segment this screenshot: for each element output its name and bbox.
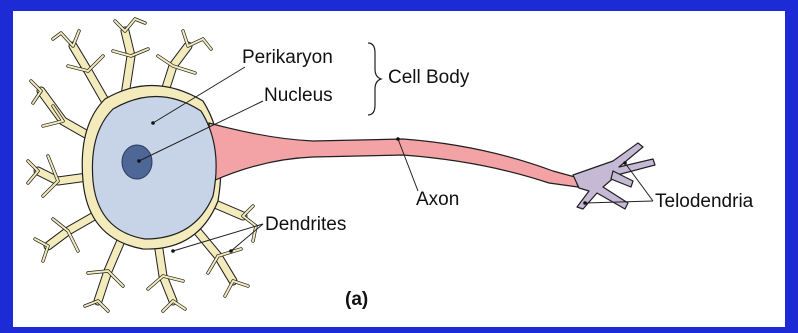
telodendria-shape	[573, 143, 655, 209]
cell-body-brace	[368, 43, 381, 115]
label-dendrites: Dendrites	[265, 214, 346, 235]
neuron-diagram: Perikaryon Nucleus Cell Body Axon Dendri…	[13, 11, 785, 327]
label-perikaryon: Perikaryon	[242, 47, 333, 68]
axon-shape	[209, 123, 578, 187]
label-cell-body: Cell Body	[388, 67, 470, 88]
nucleus-shape	[122, 145, 152, 179]
cell-body	[92, 96, 216, 239]
label-nucleus: Nucleus	[264, 85, 333, 106]
label-panel: (a)	[345, 289, 368, 310]
diagram-frame: Perikaryon Nucleus Cell Body Axon Dendri…	[13, 11, 785, 327]
label-axon: Axon	[416, 189, 459, 210]
label-telodendria: Telodendria	[655, 191, 754, 212]
